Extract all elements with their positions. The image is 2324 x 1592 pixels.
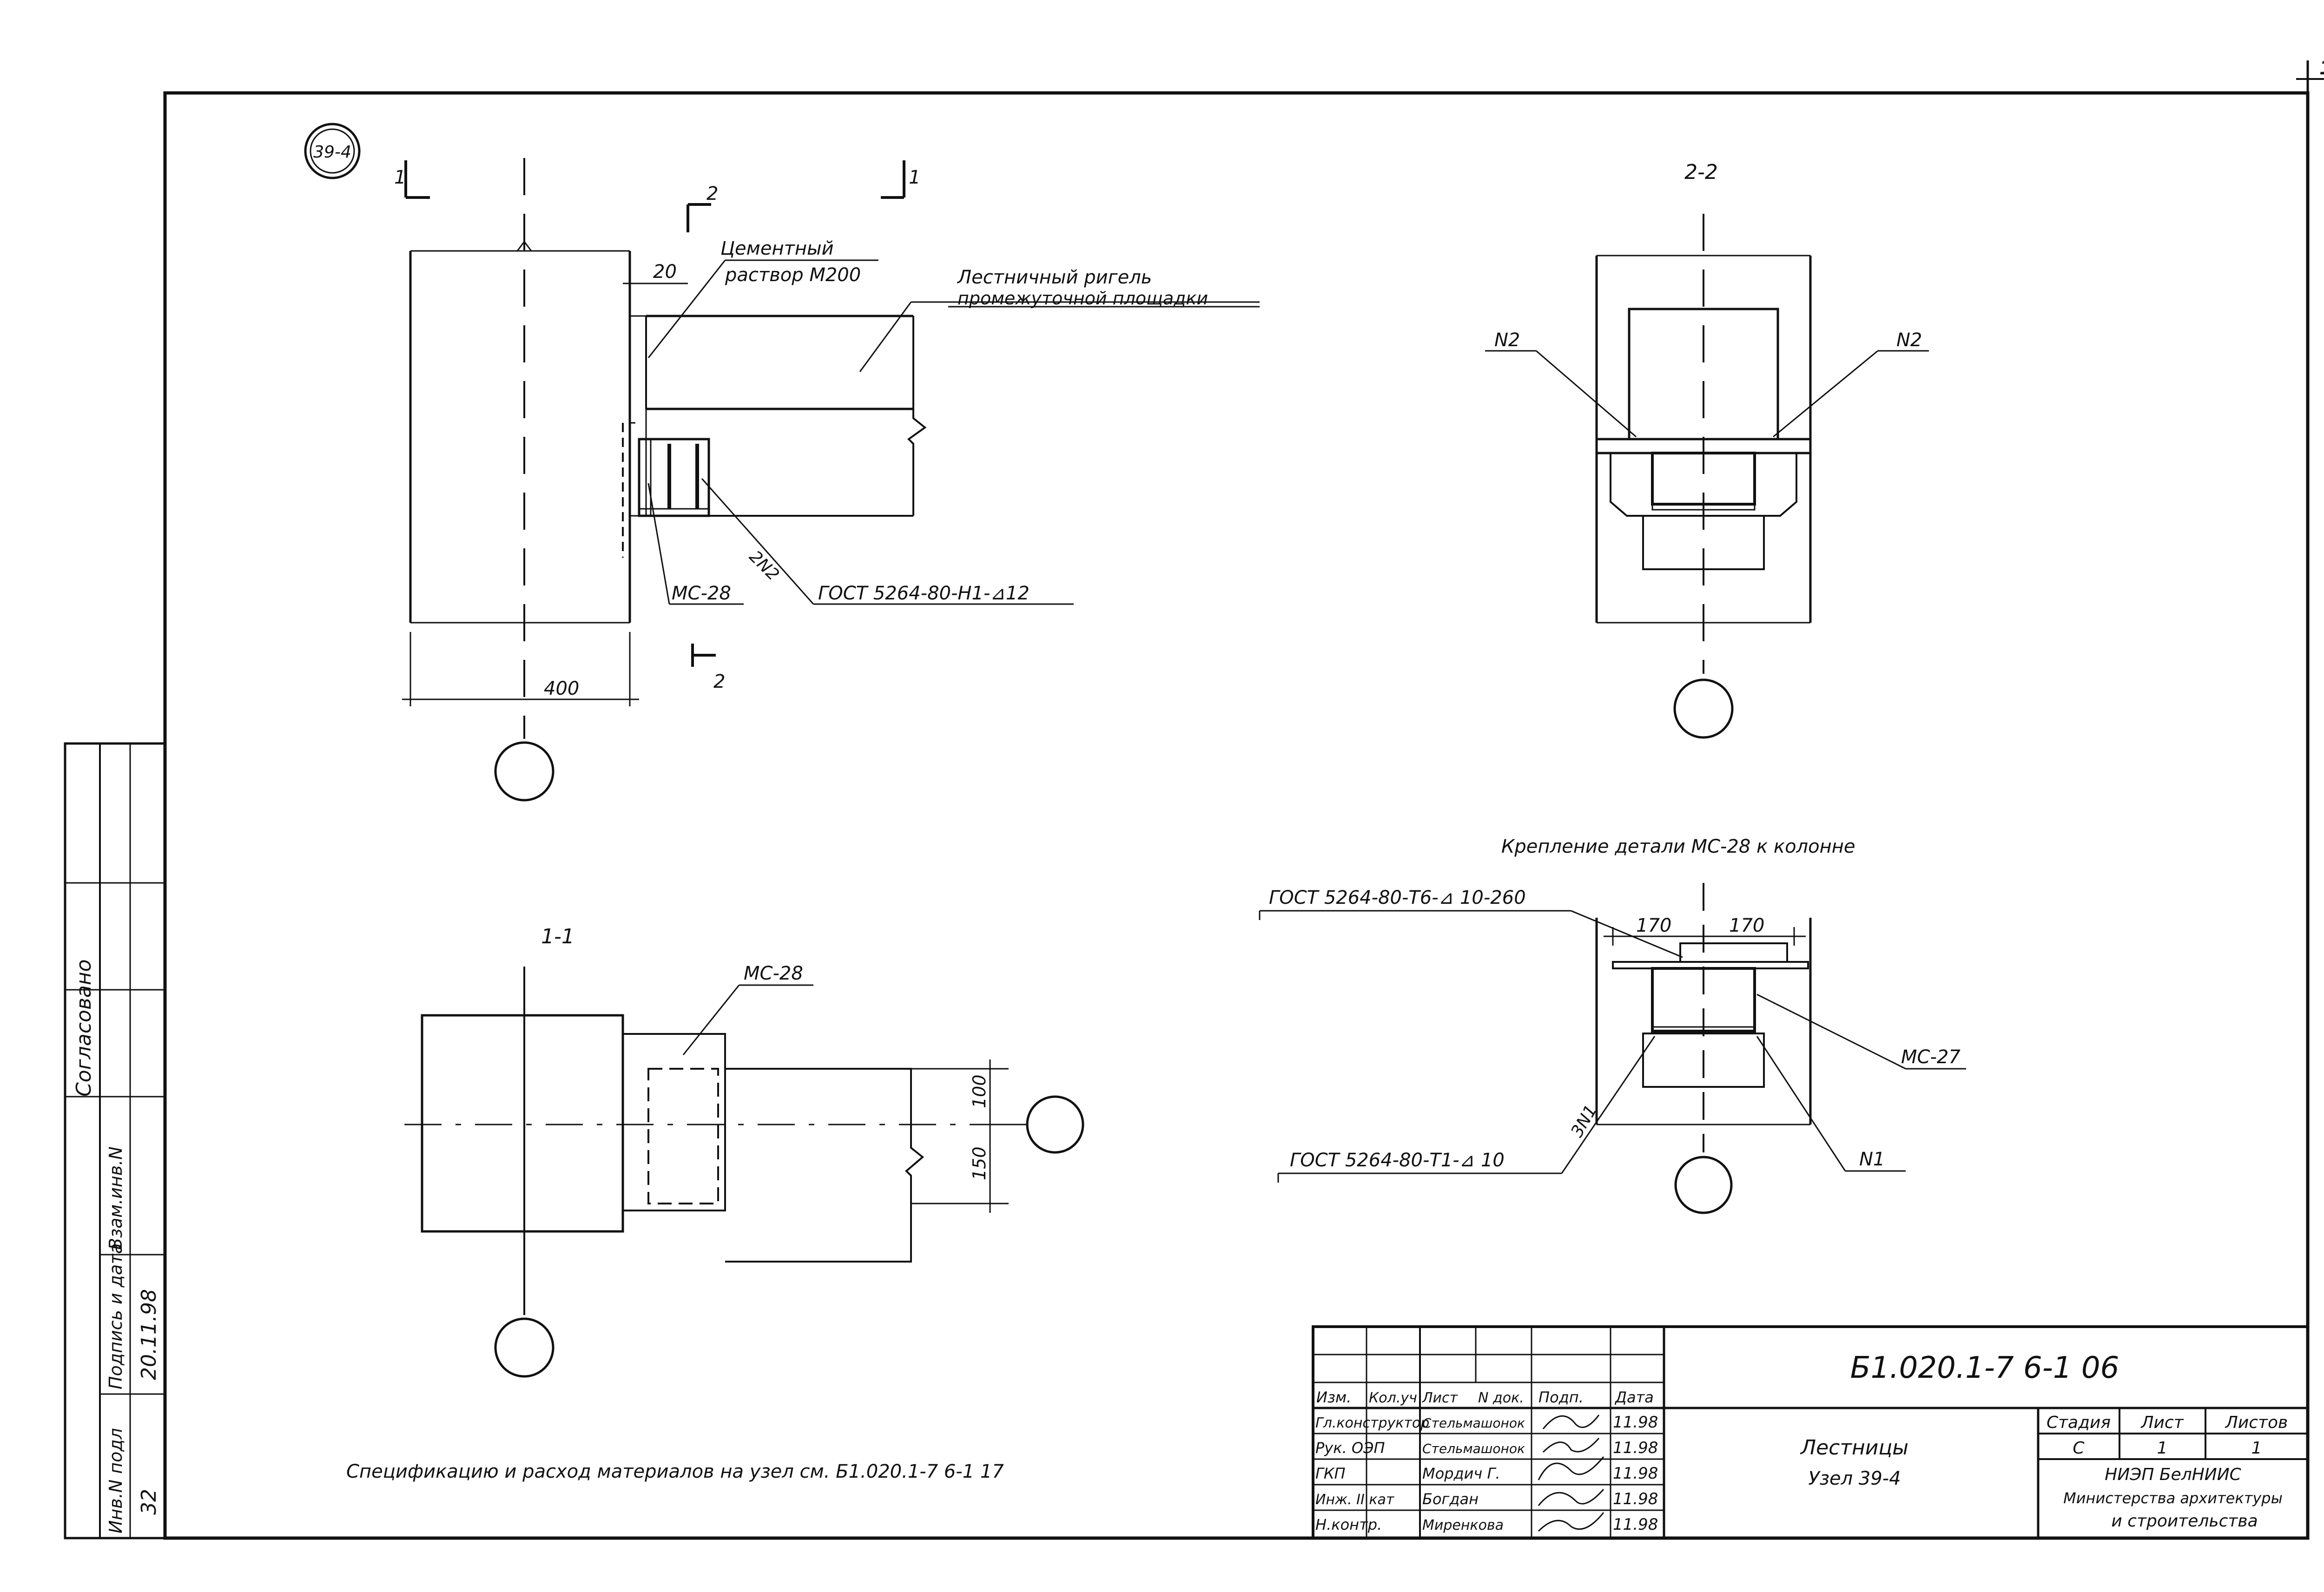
tb-sheet-value: 1 bbox=[2157, 1439, 2168, 1458]
section-2-2-right-label: N2 bbox=[1896, 329, 1922, 351]
side-stamp-agreed: Согласовано bbox=[72, 959, 96, 1097]
side-stamp-inv-no: Инв.N подл bbox=[106, 1428, 126, 1533]
axis-bubble-plan bbox=[494, 741, 555, 802]
sheet-frame: 10 bbox=[163, 58, 2324, 1540]
tb-date-4: 11.98 bbox=[1613, 1515, 1658, 1534]
fastening-dim-right: 170 bbox=[1729, 915, 1764, 936]
fastening-weld-top: ГОСТ 5264-80-Т6-⊿ 10-260 bbox=[1269, 887, 1526, 908]
tb-stage-header: Стадия bbox=[2047, 1413, 2111, 1432]
tb-name-1: Стельмашонок bbox=[1422, 1441, 1525, 1456]
section-1-1-part-label: МС-28 bbox=[744, 963, 803, 984]
tb-name-4: Миренкова bbox=[1422, 1517, 1504, 1533]
page-number: 10 bbox=[2319, 58, 2324, 79]
gap-dim-label: 20 bbox=[653, 261, 677, 283]
section-2-2: 2-2 N2 N2 bbox=[1485, 160, 1929, 739]
beam-label-1: Лестничный ригель bbox=[957, 267, 1152, 288]
tb-header-ndok: N док. bbox=[1478, 1390, 1524, 1406]
tb-header-podp: Подп. bbox=[1538, 1388, 1584, 1406]
tb-sheets-header: Листов bbox=[2225, 1413, 2288, 1432]
node-marker: 39-4 bbox=[304, 123, 361, 179]
tb-role-2: ГКП bbox=[1315, 1465, 1346, 1482]
fastening-weld-bottom: ГОСТ 5264-80-Т1-⊿ 10 bbox=[1290, 1150, 1505, 1171]
tb-date-2: 11.98 bbox=[1613, 1464, 1658, 1483]
tb-role-0: Гл.конструктор bbox=[1315, 1415, 1429, 1431]
plan-view: 1 1 2 2 Цементный раствор М200 bbox=[394, 158, 1260, 802]
beam-label-2: промежуточной площадки bbox=[957, 288, 1208, 309]
axis-bubble-section-1-horizontal bbox=[1026, 1095, 1084, 1154]
section-2-2-left-label: N2 bbox=[1494, 329, 1520, 351]
cut-2-top-label: 2 bbox=[706, 183, 718, 204]
section-1-1: 1-1 МС-28 100 150 bbox=[404, 925, 1084, 1378]
fastening-n1-label: N1 bbox=[1859, 1149, 1885, 1170]
cement-label-2: раствор М200 bbox=[725, 264, 861, 286]
cut-1-left-label: 1 bbox=[394, 167, 406, 188]
tb-date-0: 11.98 bbox=[1613, 1413, 1658, 1432]
material-note: Спецификацию и расход материалов на узел… bbox=[346, 1461, 1004, 1482]
side-stamp-inv-value: 32 bbox=[137, 1489, 161, 1515]
side-stamp-sign-date: Подпись и дата bbox=[106, 1243, 126, 1389]
section-1-1-dim-top: 100 bbox=[969, 1074, 990, 1108]
tb-code: Б1.020.1-7 6-1 06 bbox=[1850, 1351, 2119, 1385]
width-dim-label: 400 bbox=[544, 678, 579, 699]
tb-header-izm: Изм. bbox=[1316, 1388, 1351, 1406]
axis-bubble-section-2 bbox=[1673, 678, 1734, 739]
fastening-part-label: МС-27 bbox=[1901, 1046, 1961, 1068]
tb-org-2: Министерства архитектуры bbox=[2063, 1489, 2283, 1507]
cut-1-right-label: 1 bbox=[909, 167, 920, 188]
tb-date-3: 11.98 bbox=[1613, 1490, 1658, 1508]
tb-org-3: и строительства bbox=[2111, 1512, 2258, 1531]
tb-name-3: Богдан bbox=[1422, 1490, 1479, 1508]
side-stamp-replace-inv: Взам.инв.N bbox=[106, 1146, 126, 1250]
fastening-title: Крепление детали МС-28 к колонне bbox=[1501, 836, 1855, 857]
axis-bubble-section-1 bbox=[494, 1317, 555, 1378]
node-marker-label: 39-4 bbox=[313, 143, 351, 162]
signature-marks bbox=[1538, 1414, 1604, 1532]
cement-label-1: Цементный bbox=[720, 238, 834, 259]
plan-weld-label: ГОСТ 5264-80-Н1-⊿12 bbox=[818, 583, 1030, 604]
tb-header-koluch: Кол.уч bbox=[1369, 1390, 1417, 1406]
plan-weld-count: 2N2 bbox=[746, 547, 783, 584]
title-block: Изм. Кол.уч Лист N док. Подп. Дата Гл.ко… bbox=[1312, 1325, 2309, 1539]
tb-date-1: 11.98 bbox=[1613, 1439, 1658, 1457]
tb-org-1: НИЭП БелНИИС bbox=[2105, 1465, 2241, 1484]
fastening-detail: Крепление детали МС-28 к колонне 170 170… bbox=[1259, 836, 1966, 1214]
side-stamp-date-value: 20.11.98 bbox=[137, 1289, 161, 1380]
tb-role-3: Инж. II кат bbox=[1315, 1492, 1395, 1508]
tb-header-list: Лист bbox=[1422, 1390, 1459, 1406]
tb-sheet-header: Лист bbox=[2140, 1413, 2184, 1432]
side-stamp: Согласовано Взам.инв.N Подпись и дата Ин… bbox=[64, 742, 166, 1539]
section-1-1-title: 1-1 bbox=[541, 925, 574, 948]
tb-doc-title: Лестницы bbox=[1800, 1436, 1908, 1460]
tb-role-4: Н.контр. bbox=[1315, 1516, 1382, 1533]
tb-name-0: Стельмашонок bbox=[1422, 1415, 1525, 1431]
fastening-dim-left: 170 bbox=[1636, 915, 1671, 936]
section-1-1-dim-bottom: 150 bbox=[969, 1146, 990, 1180]
plan-part-label: МС-28 bbox=[672, 583, 731, 604]
tb-doc-subtitle: Узел 39-4 bbox=[1808, 1468, 1901, 1489]
section-2-2-title: 2-2 bbox=[1684, 160, 1718, 184]
axis-bubble-fastening bbox=[1674, 1156, 1733, 1214]
cut-2-bottom-label: 2 bbox=[713, 671, 725, 692]
tb-name-2: Мордич Г. bbox=[1422, 1465, 1500, 1482]
tb-header-data: Дата bbox=[1614, 1388, 1654, 1406]
tb-role-1: Рук. ОЭП bbox=[1315, 1439, 1385, 1457]
tb-stage-value: С bbox=[2073, 1439, 2085, 1458]
tb-sheets-value: 1 bbox=[2251, 1439, 2262, 1458]
